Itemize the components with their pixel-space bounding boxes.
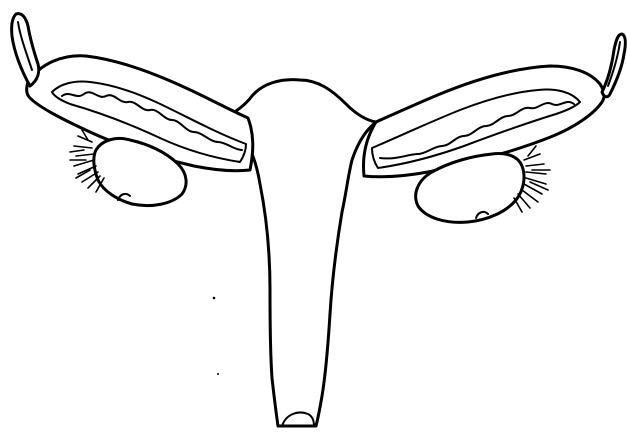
- speck-dot: [217, 373, 219, 375]
- speck-dot: [213, 297, 216, 300]
- right-fimbria-stalk: [602, 34, 625, 97]
